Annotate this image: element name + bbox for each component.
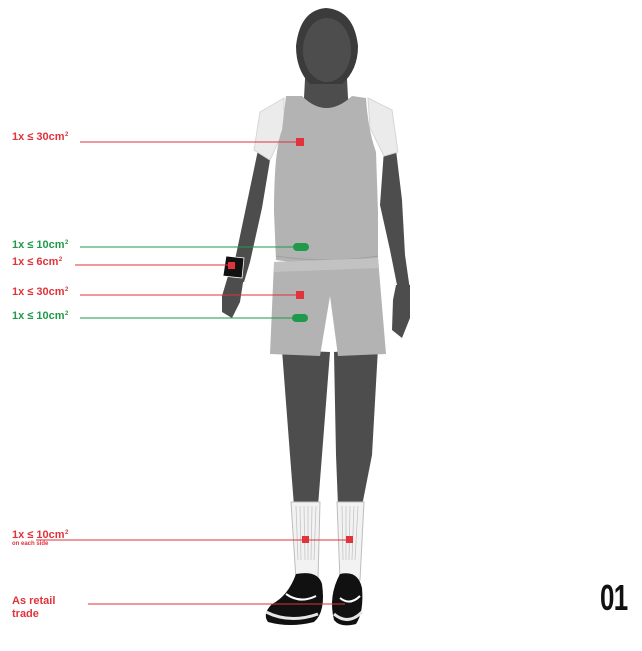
label-wristband: 1x ≤ 6cm2 bbox=[12, 254, 62, 268]
label-socks: 1x ≤ 10cm2 on each side bbox=[12, 527, 68, 548]
marker-wristband bbox=[228, 262, 235, 269]
marker-sock-right bbox=[346, 536, 353, 543]
left-hand bbox=[392, 285, 410, 338]
left-leg bbox=[282, 350, 330, 506]
label-shorts-lower: 1x ≤ 10cm2 bbox=[12, 308, 68, 322]
left-arm-skin bbox=[380, 150, 410, 290]
label-chest: 1x ≤ 30cm2 bbox=[12, 129, 68, 143]
label-shorts-front: 1x ≤ 30cm2 bbox=[12, 284, 68, 298]
label-shoes-line1: As retail bbox=[12, 595, 55, 607]
shorts bbox=[270, 258, 386, 356]
label-waist-upper: 1x ≤ 10cm2 bbox=[12, 237, 68, 251]
right-leg bbox=[334, 348, 378, 506]
label-shoes-line2: trade bbox=[12, 608, 39, 620]
label-socks-note: on each side bbox=[12, 541, 68, 548]
page-number: 01 bbox=[600, 577, 627, 619]
singlet bbox=[274, 96, 378, 264]
marker-shorts-lower bbox=[292, 314, 308, 322]
marker-waist-upper bbox=[293, 243, 309, 251]
marker-sock-left bbox=[302, 536, 309, 543]
head bbox=[303, 18, 351, 82]
right-hand bbox=[222, 276, 244, 318]
label-shoes: As retail trade bbox=[12, 595, 55, 621]
marker-shorts-front bbox=[296, 291, 304, 299]
marker-chest bbox=[296, 138, 304, 146]
